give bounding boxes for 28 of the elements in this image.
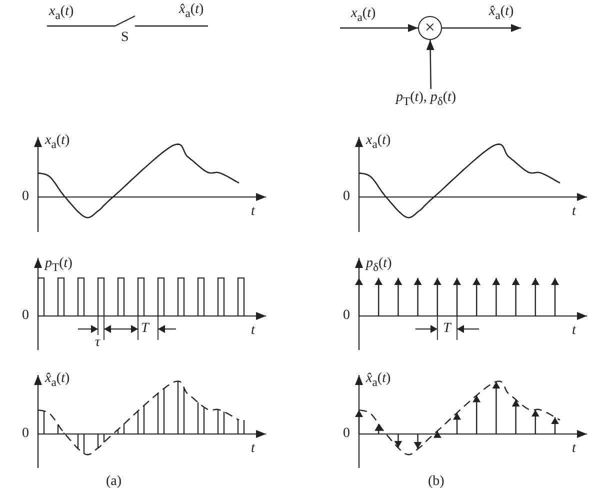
axis-label: x̂$_{a}$(t) bbox=[366, 371, 391, 391]
axis-label: t bbox=[572, 323, 576, 339]
axis-label: 0 bbox=[343, 426, 350, 442]
connector-line bbox=[47, 25, 115, 27]
axis-label: 0 bbox=[22, 308, 29, 324]
axis-label: p$_{δ}$(t) bbox=[366, 256, 392, 276]
axis-label: 0 bbox=[343, 308, 350, 324]
arrow bbox=[442, 24, 521, 32]
axis-label: t bbox=[572, 204, 576, 220]
axis-label: t bbox=[251, 323, 255, 339]
arrow bbox=[426, 40, 434, 89]
axis-label: x̂$_{a}$(t) bbox=[45, 371, 70, 391]
axis-label: t bbox=[251, 441, 255, 457]
axis-label: 0 bbox=[22, 426, 29, 442]
axis-label: x$_{a}$(t) bbox=[45, 133, 70, 153]
axis-label: t bbox=[251, 204, 255, 220]
axis-label: t bbox=[572, 441, 576, 457]
axis-label: 0 bbox=[343, 189, 350, 205]
multiplier-circle: × bbox=[418, 16, 442, 40]
arrow bbox=[340, 24, 418, 32]
panel-caption: (b) bbox=[428, 474, 444, 490]
signal-label: p$_{T}$(t), p$_{δ}$(t) bbox=[396, 89, 466, 107]
axis-label: p$_{T}$(t) bbox=[45, 256, 72, 276]
switch-label: S bbox=[121, 30, 129, 46]
axis-label: x$_{a}$(t) bbox=[366, 133, 391, 153]
connector-line bbox=[135, 25, 208, 27]
panel-caption: (a) bbox=[106, 474, 122, 490]
axis-label: 0 bbox=[22, 189, 29, 205]
